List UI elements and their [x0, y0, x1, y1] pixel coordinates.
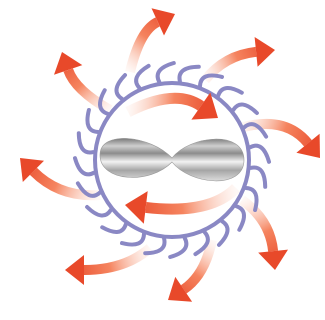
outer-arrow — [130, 8, 175, 72]
ring-hook — [75, 158, 94, 174]
ring-hook — [158, 63, 174, 82]
ring-hook — [87, 207, 111, 216]
ring-hook — [236, 206, 244, 230]
ring-hook — [122, 234, 144, 245]
ring-hook — [250, 146, 269, 162]
arrow-shaft — [84, 248, 150, 270]
arrowhead — [258, 250, 288, 270]
arrow-shaft — [130, 22, 158, 72]
outer-arrow — [205, 37, 275, 80]
ring-hook — [102, 224, 126, 232]
ring-hook — [251, 167, 266, 186]
outer-arrow — [242, 200, 288, 270]
arrowhead — [65, 255, 84, 285]
ring-hook — [170, 238, 186, 257]
ring-hook — [219, 221, 228, 245]
ring-hook — [233, 104, 257, 113]
ring-hook — [87, 110, 98, 132]
ring-hook — [79, 133, 94, 152]
ring-hook — [218, 88, 242, 96]
outer-arrow — [65, 248, 150, 285]
outer-arrow — [168, 240, 212, 302]
outer-arrow — [240, 124, 320, 158]
arrow-shaft — [184, 240, 212, 289]
outer-arrow — [20, 158, 100, 195]
ring-hook — [136, 66, 148, 88]
arrow-shaft — [240, 124, 308, 143]
ring-hook — [116, 75, 125, 99]
ring-hook — [179, 67, 198, 82]
arrowhead — [255, 37, 275, 67]
ring-hook — [200, 75, 222, 86]
